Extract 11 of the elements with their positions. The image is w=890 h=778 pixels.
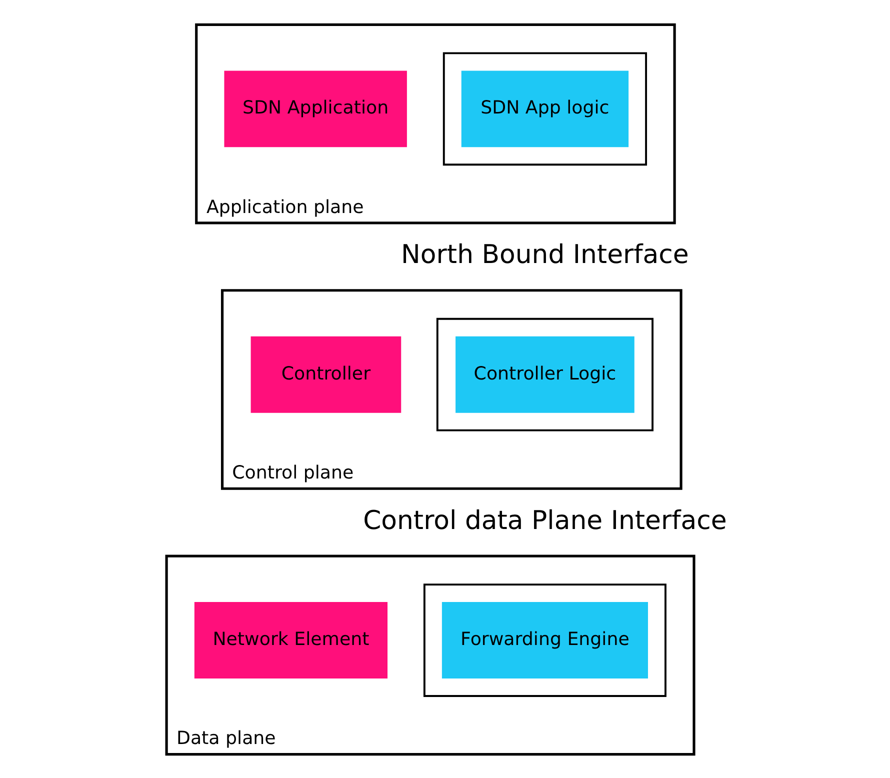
node-box: Controller bbox=[250, 336, 401, 412]
cluster bbox=[442, 52, 647, 166]
label: Control data Plane Interface bbox=[362, 505, 726, 536]
node-box: Forwarding Engine bbox=[441, 602, 648, 678]
node-box: SDN App logic bbox=[460, 70, 628, 147]
node-box: Network Element bbox=[194, 602, 387, 678]
cluster bbox=[422, 583, 666, 696]
label: North Bound Interface bbox=[400, 240, 688, 270]
node-box: Controller Logic bbox=[455, 336, 634, 412]
node-box: SDN Application bbox=[224, 70, 406, 147]
cluster bbox=[436, 317, 653, 431]
